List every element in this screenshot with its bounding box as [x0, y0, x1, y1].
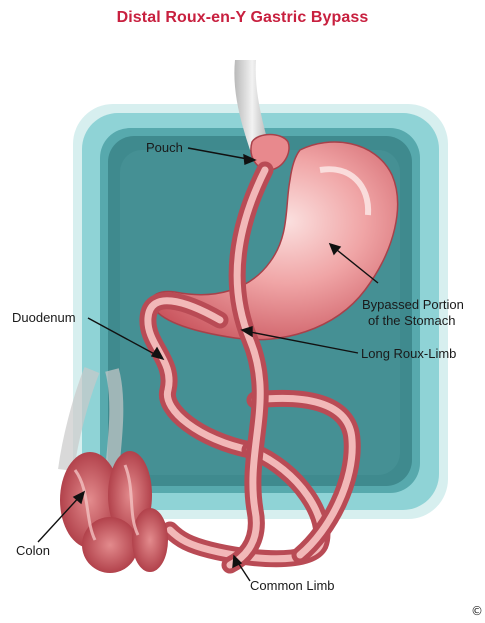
- label-colon: Colon: [16, 543, 50, 559]
- label-pouch: Pouch: [146, 140, 183, 156]
- label-bypassed-line1: Bypassed Portion: [362, 297, 464, 313]
- label-common-limb: Common Limb: [250, 578, 335, 594]
- copyright-mark: ©: [471, 604, 483, 618]
- label-bypassed-line2: of the Stomach: [368, 313, 455, 329]
- label-duodenum: Duodenum: [12, 310, 76, 326]
- label-long-roux-limb: Long Roux-Limb: [361, 346, 456, 362]
